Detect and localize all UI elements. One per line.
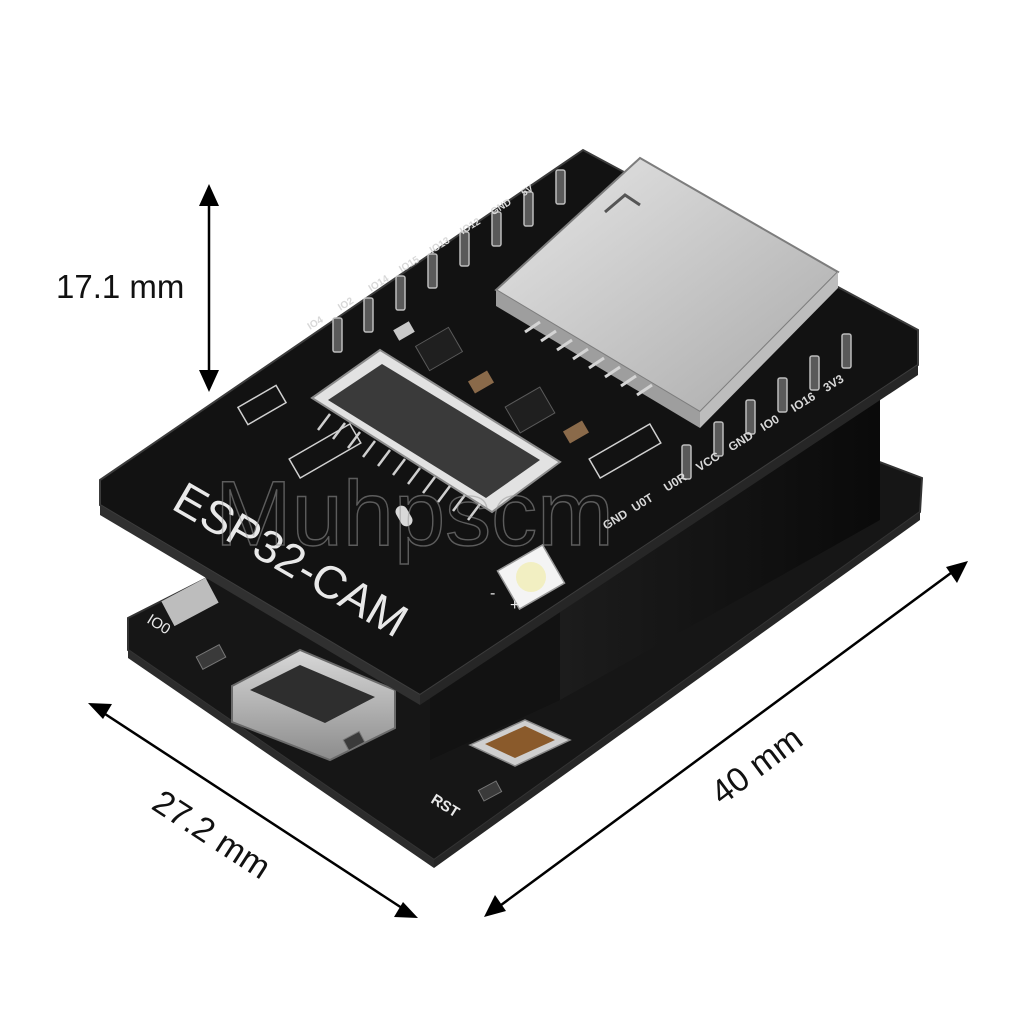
header-pins-right (681, 333, 852, 480)
height-dimension-label: 17.1 mm (56, 268, 184, 305)
length-dimension-arrow (484, 561, 968, 917)
microsd-card-slot (494, 156, 840, 428)
camera-fpc-connector (310, 348, 562, 521)
width-dimension-label: 27.2 mm (146, 783, 278, 887)
reset-button (468, 719, 572, 767)
sd-slot-pins (524, 320, 653, 397)
watermark: Muhpscm (215, 463, 614, 565)
flash-led (496, 543, 566, 611)
led-minus-label: - (490, 585, 495, 602)
top-components (236, 321, 662, 527)
led-plus-label: + (510, 597, 519, 614)
width-dimension-arrow (88, 703, 418, 918)
height-dimension-arrow (199, 184, 219, 392)
length-dimension-label: 40 mm (704, 719, 810, 812)
io0-button (161, 577, 219, 627)
micro-usb-connector (231, 648, 396, 762)
base-components (195, 644, 503, 802)
header-pins-left (332, 169, 566, 353)
